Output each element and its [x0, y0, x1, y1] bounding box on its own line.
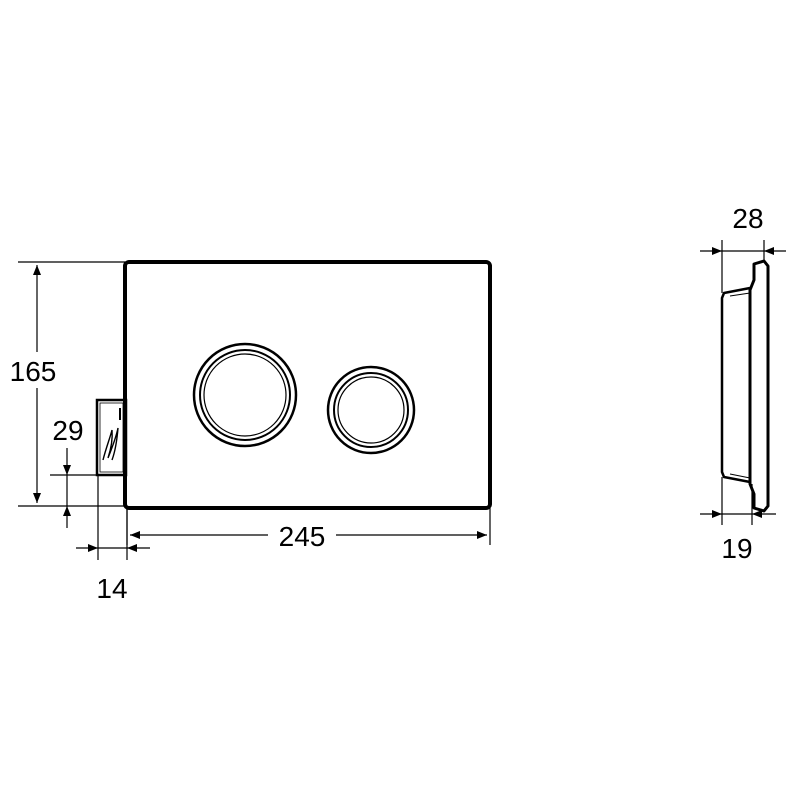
mounting-base-profile [720, 286, 751, 484]
flush-plate-outline [123, 260, 492, 510]
side-view: 28 19 [700, 203, 786, 564]
total-depth-label: 28 [732, 203, 763, 234]
plate-profile [748, 259, 770, 513]
large-flush-button [192, 342, 298, 448]
front-view: 165 29 14 245 [0, 260, 492, 604]
small-flush-button [326, 365, 416, 455]
logo-height-dimension: 29 [50, 415, 98, 528]
width-label: 245 [279, 521, 326, 552]
total-depth-dimension: 28 [700, 203, 786, 293]
base-depth-label: 19 [721, 533, 752, 564]
logo-tab [95, 398, 128, 477]
logo-height-label: 29 [52, 415, 83, 446]
logo-signature-icon [102, 427, 119, 461]
logo-width-label: 14 [96, 573, 127, 604]
height-dimension: 165 [0, 261, 125, 507]
logo-width-dimension: 14 [76, 475, 150, 604]
base-depth-dimension: 19 [700, 477, 776, 564]
width-dimension: 245 [126, 508, 491, 552]
height-label: 165 [10, 356, 57, 387]
